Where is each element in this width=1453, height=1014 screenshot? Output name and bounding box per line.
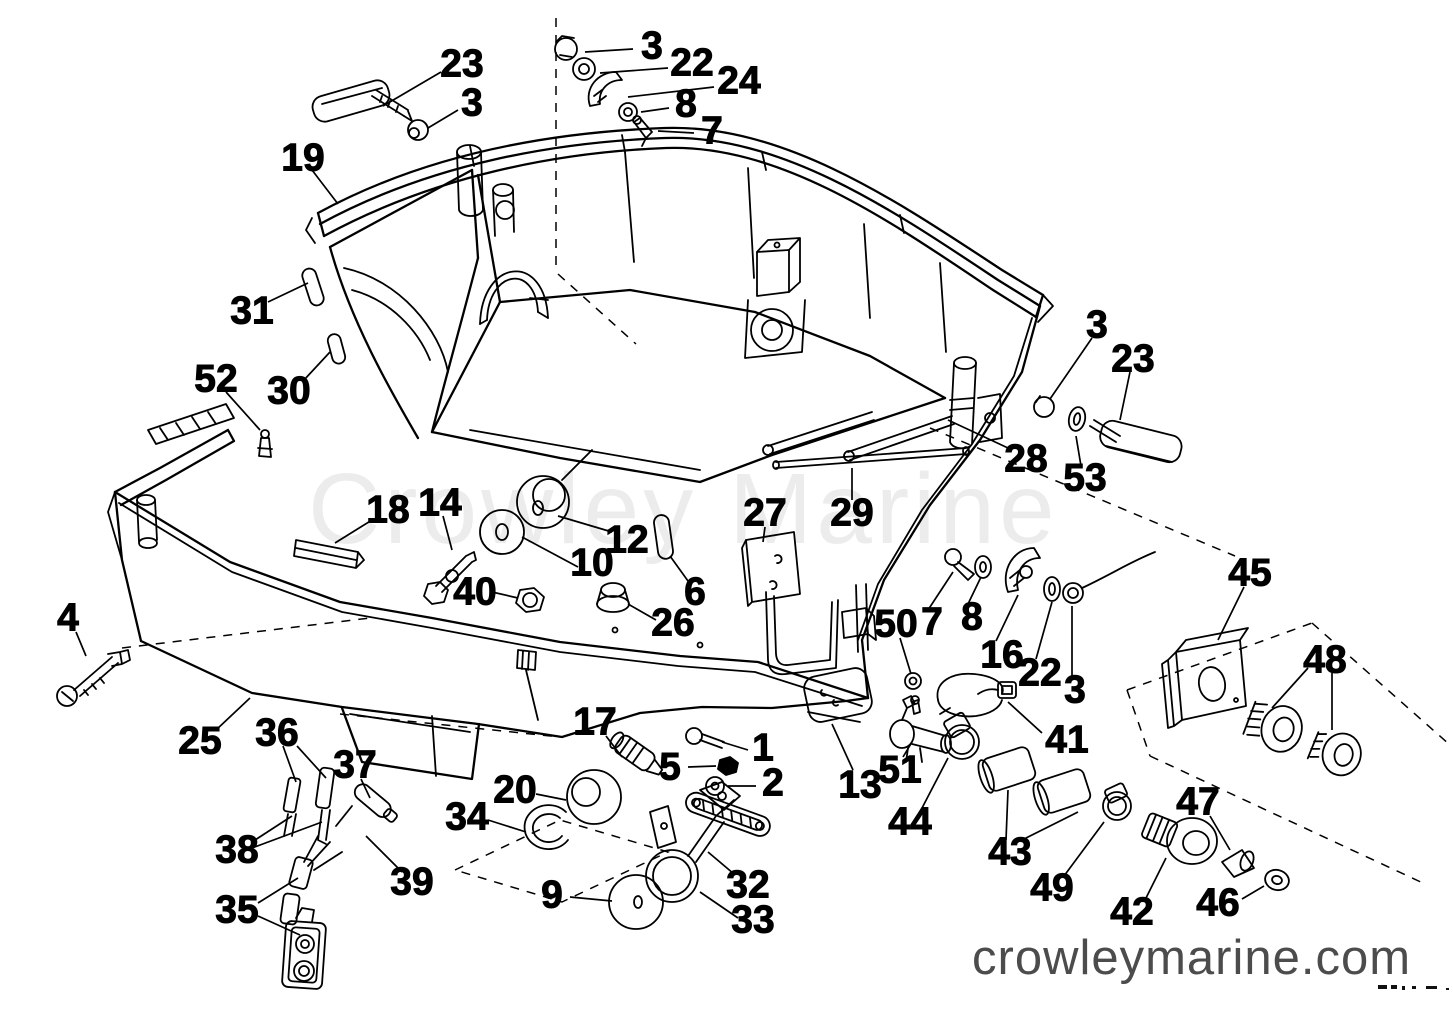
part-callout-50-24: 50: [874, 603, 917, 646]
part-callout-19-2: 19: [281, 137, 324, 180]
part-callout-7-7: 7: [701, 110, 723, 153]
part-callout-33-48: 33: [731, 899, 774, 942]
part-callout-38-37: 38: [215, 829, 258, 872]
part-callout-22-4: 22: [670, 42, 713, 85]
interior-bosses: [456, 144, 1003, 470]
dashed-guide-lines: [121, 18, 1451, 903]
part-callout-31-8: 31: [230, 290, 273, 333]
part-callout-53-14: 53: [1063, 457, 1106, 500]
part-callout-16-27: 16: [980, 634, 1023, 677]
watermark-text: Crowley Marine: [308, 453, 1059, 565]
part-callout-9-46: 9: [541, 874, 563, 917]
cowl-rim-band: [305, 126, 1054, 323]
part-callout-1-44: 1: [752, 727, 774, 770]
part-callout-3-11: 3: [1086, 304, 1108, 347]
part-callout-20-41: 20: [493, 769, 536, 812]
callout-leader-lines: [75, 48, 1333, 936]
part-callout-36-35: 36: [255, 712, 298, 755]
part-callout-42-54: 42: [1110, 891, 1153, 934]
part-callout-7-25: 7: [921, 601, 943, 644]
part-callout-44-51: 44: [888, 801, 932, 844]
part-callout-6-21: 6: [684, 571, 706, 614]
part-callout-8-26: 8: [961, 596, 983, 639]
part-callout-46-56: 46: [1196, 882, 1239, 925]
part-callout-43-52: 43: [988, 831, 1031, 874]
part-callout-12-17: 12: [605, 519, 648, 562]
part-callout-26-23: 26: [651, 602, 694, 645]
part-callout-22-28: 22: [1018, 652, 1061, 695]
part-callout-35-39: 35: [215, 889, 258, 932]
part-callout-37-36: 37: [333, 744, 376, 787]
site-watermark-footer: crowleymarine.com: [972, 931, 1412, 985]
part-callout-3-3: 3: [641, 25, 663, 68]
part-callout-3-1: 3: [461, 82, 483, 125]
part-callout-23-0: 23: [440, 43, 483, 86]
part-callout-4-33: 4: [57, 597, 79, 640]
part-callout-14-16: 14: [418, 482, 462, 525]
part-callout-17-42: 17: [573, 701, 616, 744]
part-callout-51-50: 51: [878, 749, 921, 792]
part-callout-40-22: 40: [453, 571, 496, 614]
part-callout-13-49: 13: [838, 764, 881, 807]
cowl-tray-interior: [328, 151, 1042, 700]
part-callout-2-45: 2: [762, 762, 784, 805]
part-callout-8-6: 8: [675, 83, 697, 126]
part-callout-30-10: 30: [267, 370, 310, 413]
part-callout-34-40: 34: [445, 796, 489, 839]
part-callout-28-13: 28: [1004, 438, 1047, 481]
part-callout-47-55: 47: [1176, 781, 1219, 824]
part-callout-32-47: 32: [726, 864, 769, 907]
part-callout-10-18: 10: [570, 542, 613, 585]
part-callout-39-38: 39: [390, 861, 433, 904]
part-callout-3-29: 3: [1064, 669, 1086, 712]
part-callout-5-43: 5: [659, 746, 681, 789]
part-callout-49-53: 49: [1030, 867, 1073, 910]
part-callout-29-20: 29: [830, 492, 873, 535]
part-callout-48-31: 48: [1303, 639, 1346, 682]
cowl-front-skirt: [107, 403, 877, 781]
part-callout-24-5: 24: [717, 60, 761, 103]
part-callout-27-19: 27: [743, 492, 786, 535]
print-artifact-marks: [1378, 985, 1449, 990]
loose-parts: [56, 35, 1362, 990]
part-callout-25-34: 25: [178, 720, 221, 763]
part-callout-41-32: 41: [1045, 719, 1088, 762]
part-callout-23-12: 23: [1111, 338, 1154, 381]
part-callout-52-9: 52: [194, 358, 237, 401]
part-callout-18-15: 18: [366, 489, 409, 532]
part-callout-45-30: 45: [1228, 552, 1271, 595]
